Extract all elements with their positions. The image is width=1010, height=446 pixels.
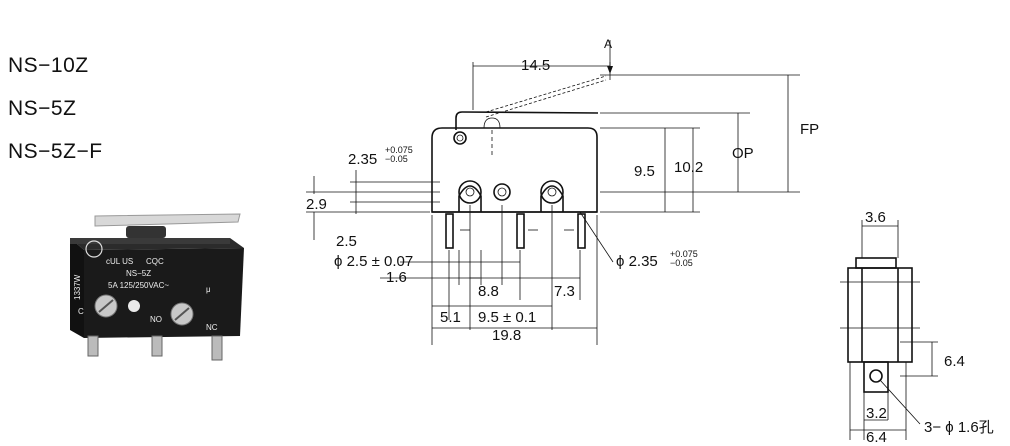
switch-photo: 1337W cUL US CQC NS−5Z 5A 125/250VAC~ μ … (70, 213, 244, 361)
dim-fp: FP (800, 121, 819, 138)
terminal-no (516, 213, 525, 249)
dim-2-9: 2.9 (306, 196, 327, 213)
photo-term-c: C (78, 307, 84, 316)
model-list: NS−10Z NS−5Z NS−5Z−F (8, 44, 103, 173)
dim-2-35-tol-up: +0.075 (385, 145, 413, 155)
model-ns-5z: NS−5Z (8, 97, 77, 120)
terminal-c (445, 213, 454, 249)
photo-model: NS−5Z (126, 269, 151, 278)
dim-phi-2-35-tol-up: +0.075 (670, 249, 698, 259)
label-a: A (604, 37, 612, 51)
dim-2-35: 2.35 (348, 151, 377, 168)
dim-7-3: 7.3 (554, 283, 575, 300)
photo-rating: 5A 125/250VAC~ (108, 281, 169, 290)
dim-8-8: 8.8 (478, 283, 499, 300)
plunger (483, 117, 501, 129)
center-hole (493, 183, 511, 201)
photo-code: 1337W (73, 274, 82, 300)
dim-9-5: 9.5 (634, 163, 655, 180)
dim-3-2: 3.2 (866, 405, 887, 422)
dim-phi-2-35: ϕ 2.35 (616, 253, 658, 270)
photo-mu: μ (206, 285, 211, 294)
end-view-hole (869, 369, 883, 383)
dim-phi-2-35-tol-dn: −0.05 (670, 258, 693, 268)
dim-2-5: 2.5 (336, 233, 357, 250)
dim-op: OP (732, 145, 754, 162)
dim-phi-2-5: ϕ 2.5 ± 0.07 (334, 253, 413, 270)
dim-6-4-right: 6.4 (944, 353, 965, 370)
terminal-nc (577, 213, 586, 249)
end-view-plunger (855, 257, 897, 269)
model-ns-10z: NS−10Z (8, 54, 89, 77)
dim-2-35-tol-dn: −0.05 (385, 154, 408, 164)
dim-holes: 3− ϕ 1.6孔 (924, 419, 994, 436)
photo-mounting-mark (85, 240, 103, 258)
photo-mark-ul: cUL US (106, 257, 133, 266)
dim-19-8: 19.8 (492, 327, 521, 344)
end-view (840, 220, 938, 440)
photo-mark-cqc: CQC (146, 257, 164, 266)
photo-term-no: NO (150, 315, 162, 324)
model-ns-5z-f: NS−5Z−F (8, 140, 103, 163)
mount-hole-right (540, 180, 564, 204)
dim-10-2: 10.2 (674, 159, 703, 176)
mount-hole-left (458, 180, 482, 204)
photo-hole (128, 300, 140, 312)
dim-14-5: 14.5 (521, 57, 550, 74)
switch-body (431, 127, 598, 213)
actuator-pivot (453, 131, 467, 145)
dim-9-5-tol: 9.5 ± 0.1 (478, 309, 536, 326)
lever (455, 111, 599, 130)
dim-1-6: 1.6 (386, 269, 407, 286)
dim-6-4-bottom: 6.4 (866, 429, 887, 446)
dim-3-6: 3.6 (865, 209, 886, 226)
side-view (306, 40, 800, 345)
end-view-terminal (863, 361, 889, 393)
dim-5-1: 5.1 (440, 309, 461, 326)
photo-term-nc: NC (206, 323, 218, 332)
